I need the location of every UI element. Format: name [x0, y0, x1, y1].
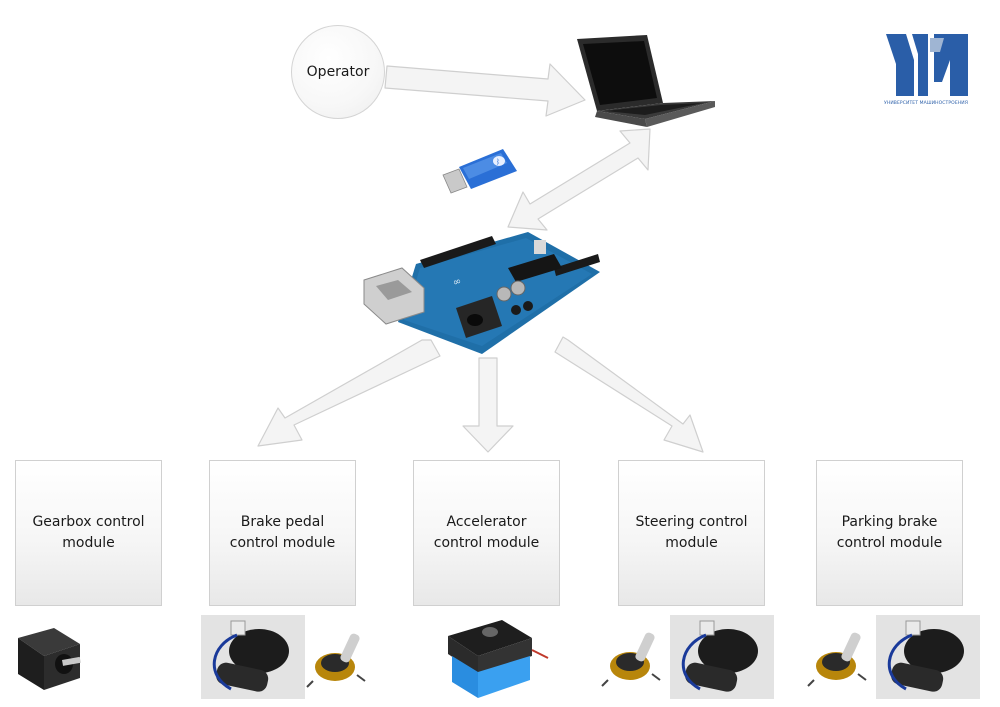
steering-window-motor-icon [681, 620, 758, 692]
operator-label: Operator [306, 64, 370, 80]
parking-window-motor-icon [887, 620, 964, 692]
university-logo-mark [886, 34, 968, 96]
steering-potentiometer-icon [601, 632, 661, 687]
brake-module-label: Brake pedal control module [229, 514, 336, 551]
arduino-board-icon: ∞ [363, 232, 600, 354]
brake-pedal-control-module: Brake pedal control module [209, 460, 356, 606]
steering-window-motor-photo [670, 615, 774, 699]
steering-module-label: Steering control module [635, 514, 748, 551]
brake-window-motor-photo [201, 615, 305, 699]
potentiometer-icon [306, 633, 366, 688]
parking-potentiometer-icon [807, 632, 867, 687]
stepper-motor-icon [18, 628, 81, 690]
servo-motor-icon [448, 620, 549, 698]
accelerator-module-label: Accelerator control module [433, 514, 540, 551]
bluetooth-usb-dongle-icon: ᛒ [442, 149, 517, 194]
arrow-to-steering-module [554, 336, 704, 453]
window-motor-icon [212, 620, 289, 692]
logo-caption: УНИВЕРСИТЕТ МАШИНОСТРОЕНИЯ [884, 101, 968, 106]
operator-node: Operator [291, 25, 385, 119]
laptop-icon [577, 35, 715, 127]
arrow-to-accelerator-module [462, 357, 514, 453]
parking-brake-control-module: Parking brake control module [816, 460, 963, 606]
gearbox-module-label: Gearbox control module [32, 514, 145, 551]
accelerator-control-module: Accelerator control module [413, 460, 560, 606]
svg-text:∞: ∞ [452, 276, 463, 289]
svg-text:ᛒ: ᛒ [496, 158, 500, 166]
arrow-operator-to-laptop [384, 63, 586, 117]
parking-window-motor-photo [876, 615, 980, 699]
university-logo: УНИВЕРСИТЕТ МАШИНОСТРОЕНИЯ [884, 34, 972, 108]
arrow-laptop-arduino [507, 128, 651, 231]
arrow-to-brake-module [257, 339, 441, 447]
parking-brake-module-label: Parking brake control module [836, 514, 943, 551]
steering-control-module: Steering control module [618, 460, 765, 606]
gearbox-control-module: Gearbox control module [15, 460, 162, 606]
